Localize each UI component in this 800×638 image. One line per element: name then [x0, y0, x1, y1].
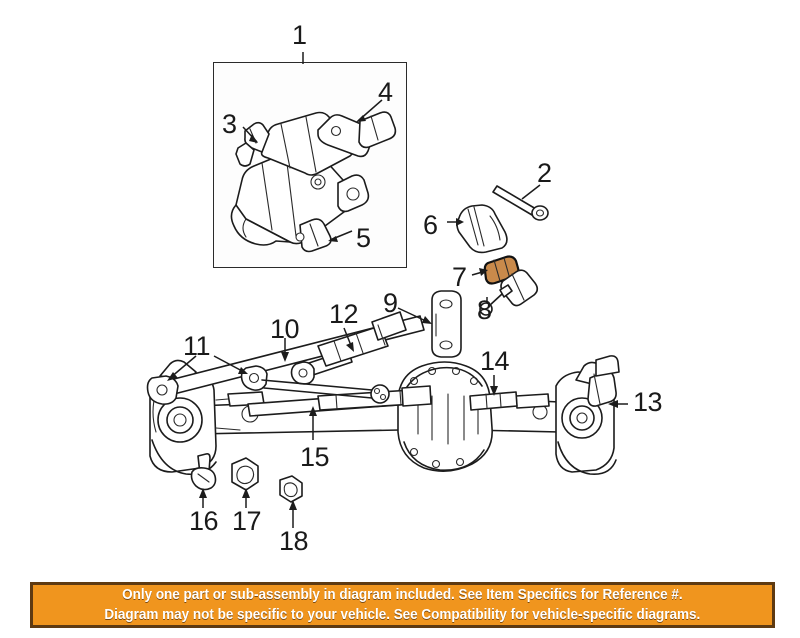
nut-18: [279, 475, 303, 503]
bolt-16: [190, 453, 217, 491]
callout-number-1: 1: [292, 20, 307, 50]
disclaimer-line-1: Only one part or sub-assembly in diagram…: [122, 587, 683, 603]
callout-number-9: 9: [383, 288, 398, 318]
leader-11: [167, 355, 248, 381]
bolt-8: [479, 269, 539, 316]
callout-number-16: 16: [189, 506, 219, 536]
leader-17: [242, 488, 250, 508]
leader-5: [328, 230, 353, 242]
callout-number-6: 6: [423, 210, 438, 240]
leader-14: [490, 375, 498, 396]
callout-number-8: 8: [477, 295, 492, 325]
leader-16: [199, 488, 207, 508]
leader-6: [447, 218, 464, 226]
leader-7: [471, 268, 488, 276]
callout-number-10: 10: [270, 314, 300, 344]
leader-2: [521, 184, 541, 200]
callout-number-5: 5: [356, 223, 371, 253]
callout-number-14: 14: [480, 346, 510, 376]
tie-rod-adjuster-14: [469, 391, 518, 411]
callout-number-3: 3: [222, 109, 237, 139]
callout-number-7: 7: [452, 262, 467, 292]
callout-number-18: 18: [279, 526, 309, 556]
callout-number-11: 11: [183, 331, 211, 361]
nut-17: [231, 457, 259, 491]
leader-13: [608, 400, 628, 408]
leader-9: [397, 307, 432, 324]
pitman-arm-9: [431, 290, 462, 358]
steering-damper-12: [290, 311, 407, 385]
leader-15: [309, 406, 317, 440]
callout-number-4: 4: [378, 77, 393, 107]
callout-number-12: 12: [329, 299, 359, 329]
disclaimer-banner: Only one part or sub-assembly in diagram…: [30, 582, 775, 628]
bolt-2: [492, 185, 549, 221]
callout-number-15: 15: [300, 442, 330, 472]
leader-18: [289, 500, 297, 528]
callout-number-13: 13: [633, 387, 663, 417]
drag-link-connector: [261, 379, 390, 404]
callout-number-17: 17: [232, 506, 262, 536]
leader-4: [356, 99, 383, 122]
leader-10: [281, 338, 289, 362]
bracket-6: [456, 204, 508, 254]
leader-3: [242, 126, 258, 143]
leader-12: [343, 327, 354, 352]
callout-number-2: 2: [537, 158, 552, 188]
steering-gear-assembly: [230, 111, 397, 253]
disclaimer-line-2: Diagram may not be specific to your vehi…: [104, 607, 701, 623]
